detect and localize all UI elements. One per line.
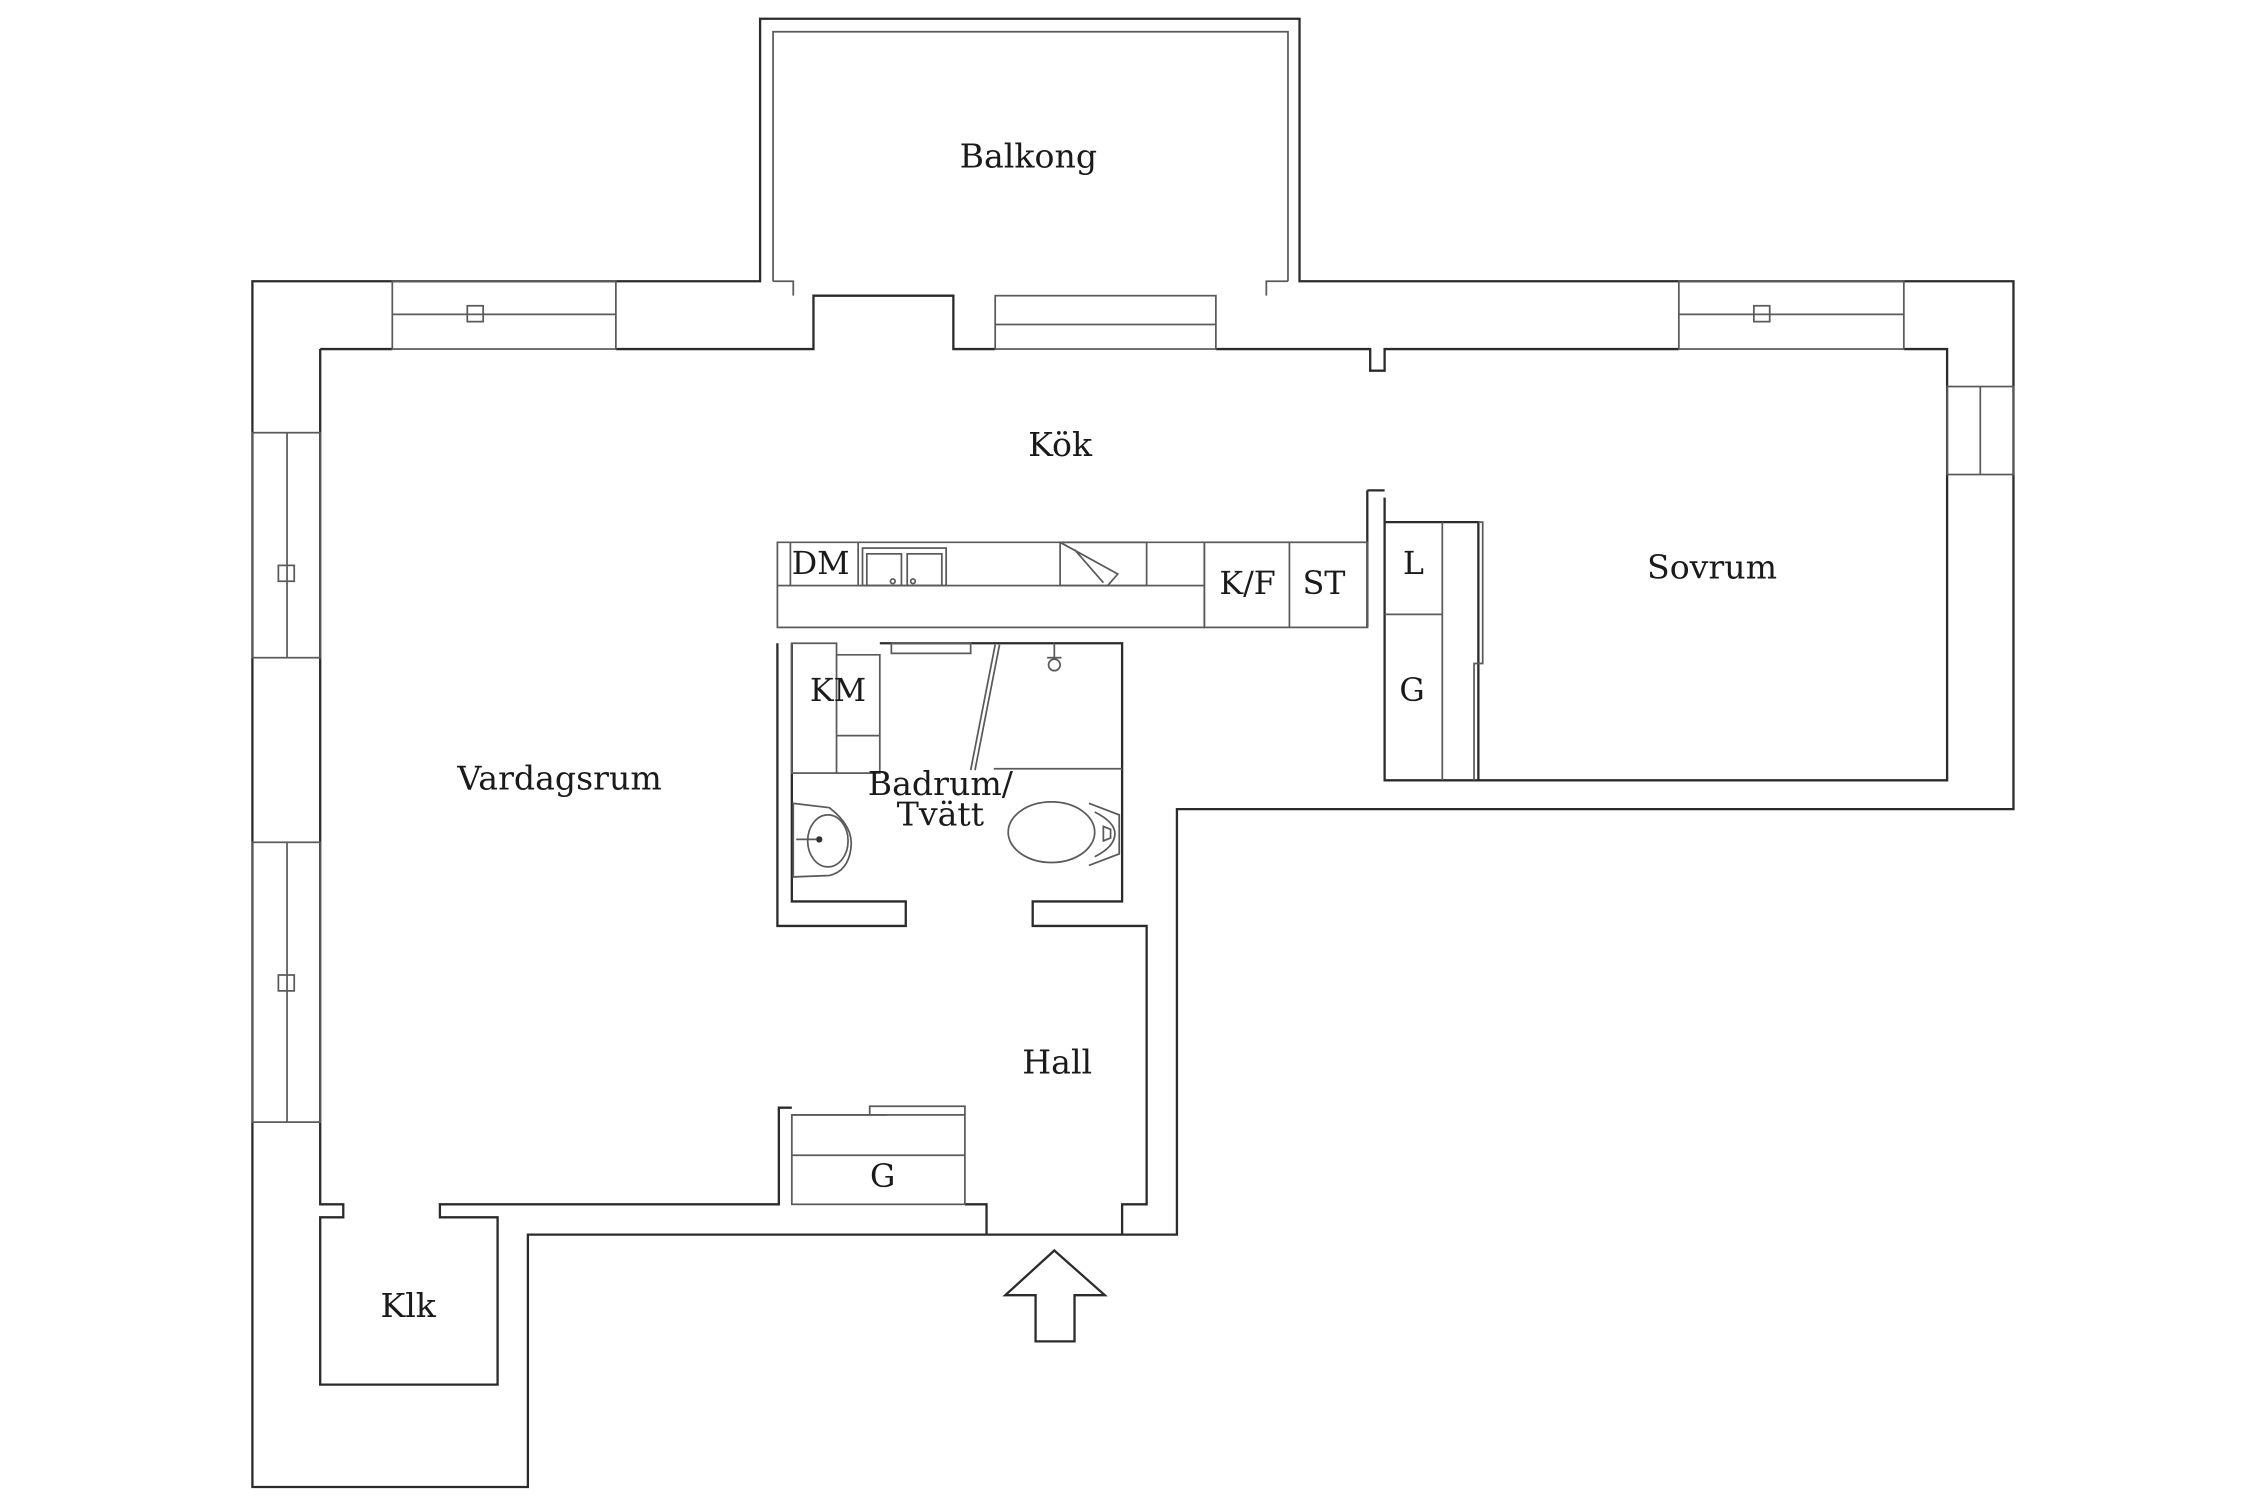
room-label-tvatt: Tvätt — [897, 794, 985, 833]
entrance-arrow — [1002, 1248, 1108, 1343]
room-label-sovrum: Sovrum — [1647, 548, 1777, 587]
room-label-hall: Hall — [1022, 1042, 1092, 1081]
balcony — [772, 30, 1289, 296]
fixture-label-st: ST — [1303, 566, 1346, 602]
room-label-badrum: Badrum/ — [868, 764, 1014, 803]
fixture-label-kf: K/F — [1219, 566, 1275, 602]
room-labels: Balkong Kök Sovrum Vardagsrum Badrum/ Tv… — [380, 137, 1777, 1326]
fixture-label-dm: DM — [792, 546, 850, 582]
fixture-label-km: KM — [810, 673, 866, 709]
room-label-balkong: Balkong — [960, 137, 1097, 176]
bedroom-wardrobes — [1384, 521, 1484, 781]
fixture-label-g-hall: G — [870, 1159, 895, 1195]
fixture-label-g-bedroom: G — [1399, 673, 1424, 709]
windows — [251, 280, 2015, 1123]
bathroom-fixtures — [790, 642, 1123, 878]
kitchen-counter — [776, 541, 1369, 629]
fixture-label-l: L — [1403, 546, 1424, 582]
inner-walls — [319, 294, 1949, 1386]
room-label-kok: Kök — [1028, 425, 1093, 464]
fixture-labels: DM K/F ST KM L G G — [792, 546, 1425, 1195]
hall-wardrobe — [790, 1105, 966, 1206]
room-label-vardagsrum: Vardagsrum — [456, 758, 661, 797]
room-label-klk: Klk — [380, 1286, 436, 1325]
outer-walls — [251, 17, 2015, 1489]
